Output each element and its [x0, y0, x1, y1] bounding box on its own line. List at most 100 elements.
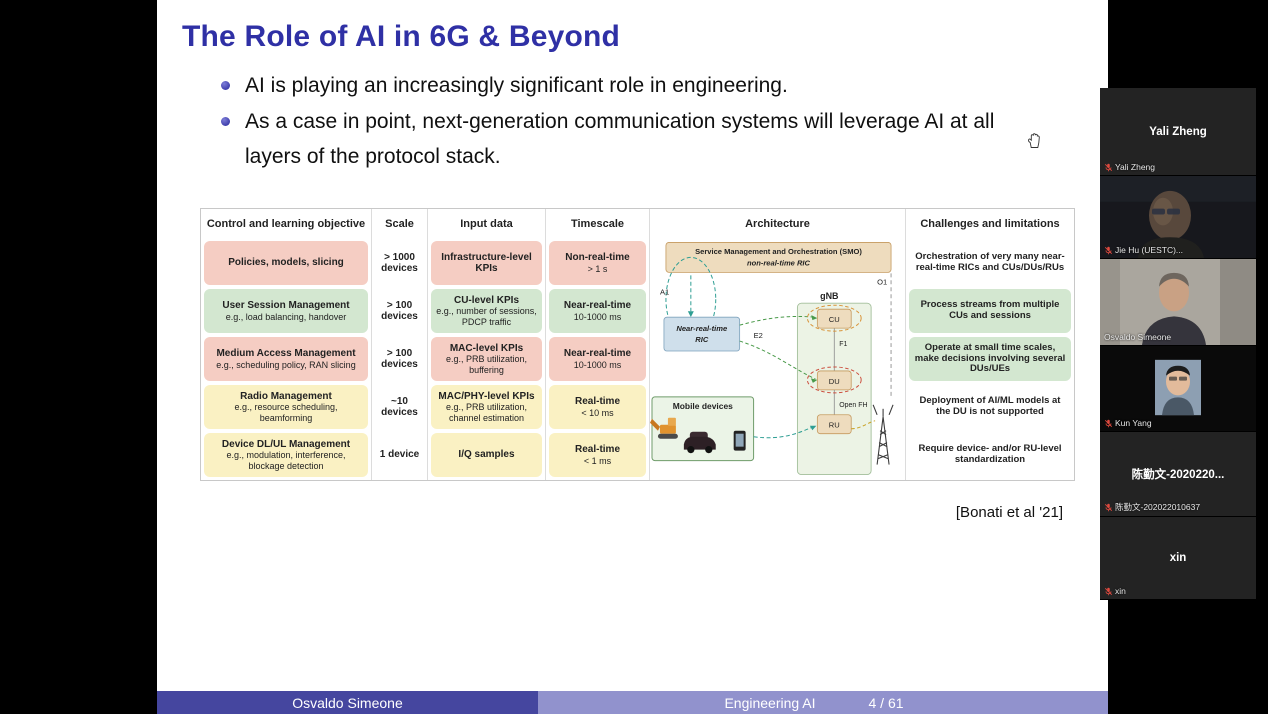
participant-display-name: xin	[1169, 552, 1187, 564]
f1-label: F1	[839, 341, 847, 348]
column-header: Architecture	[745, 218, 810, 230]
du-label: DU	[829, 377, 840, 386]
participant-video	[1100, 346, 1256, 431]
participant-tile-osvaldo-simeone[interactable]: Osvaldo Simeone	[1100, 259, 1256, 346]
cu-loop	[806, 304, 862, 332]
column-timescale: Timescale Non-real-time> 1 s Near-real-t…	[545, 209, 649, 480]
slide-title: The Role of AI in 6G & Beyond	[182, 20, 621, 53]
participant-video	[1100, 176, 1256, 258]
arrowhead	[810, 378, 818, 383]
bullet-text: AI is playing an increasingly significan…	[245, 74, 788, 97]
smo-box	[665, 242, 892, 273]
table-cell: Process streams from multiple CUs and se…	[909, 289, 1071, 333]
participant-tile-xin[interactable]: xin xin	[1100, 517, 1256, 600]
mobile-devices-label: Mobile devices	[673, 401, 733, 411]
participant-name-label: Jie Hu (UESTC)...	[1115, 245, 1184, 255]
e2-label: E2	[754, 331, 763, 340]
column-header: Input data	[460, 218, 513, 230]
near-rt-ric-box	[663, 316, 741, 352]
mobile-devices-box	[651, 396, 755, 462]
citation: [Bonati et al '21]	[955, 504, 1063, 521]
muted-mic-icon	[1104, 587, 1113, 596]
bullet-icon	[221, 117, 230, 127]
shared-slide: The Role of AI in 6G & Beyond AI is play…	[157, 0, 1108, 691]
table-cell: ~10 devices	[381, 395, 418, 419]
muted-mic-icon	[1104, 419, 1113, 428]
participant-tile-chen-qinwen[interactable]: 陈勤文-2020220... 陈勤文-202022010637	[1100, 432, 1256, 517]
table-cell: > 100 devices	[381, 299, 418, 323]
footer-deck-title: Engineering AI	[724, 694, 816, 711]
table-cell: Infrastructure-level KPIs	[431, 241, 542, 285]
o1-label: O1	[877, 277, 887, 286]
table-cell: Operate at small time scales, make decis…	[909, 337, 1071, 381]
ru-label: RU	[829, 421, 840, 430]
du-loop	[806, 366, 862, 394]
open-fh-label: Open FH	[839, 402, 867, 409]
participant-name-label: Yali Zheng	[1115, 162, 1156, 172]
column-header: Challenges and limitations	[920, 218, 1060, 230]
oran-table-figure: Control and learning objective Policies,…	[200, 208, 1075, 481]
ru-tower-link	[851, 420, 876, 430]
cell-tower-icon	[872, 404, 894, 465]
participants-panel: Yali Zheng Yali Zheng	[1100, 88, 1256, 600]
e2-arrow-cu	[739, 315, 816, 326]
column-objective: Control and learning objective Policies,…	[201, 209, 371, 480]
gnb-label: gNB	[820, 291, 839, 301]
near-rt-ric-label: Near-real-time	[676, 324, 727, 333]
ru-box	[816, 414, 852, 435]
uplink-arrow	[753, 426, 814, 439]
column-scale: Scale > 1000 devices > 100 devices > 100…	[371, 209, 427, 480]
bullet-icon	[221, 81, 230, 90]
table-cell: Orchestration of very many near-real-tim…	[915, 251, 1065, 273]
table-cell: Require device- and/or RU-level standard…	[918, 443, 1062, 465]
participant-tile-yali-zheng[interactable]: Yali Zheng Yali Zheng	[1100, 88, 1256, 176]
near-rt-ric-label2: RIC	[695, 335, 709, 344]
column-header: Scale	[385, 218, 414, 230]
non-rt-ric-label: non-real-time RIC	[747, 258, 811, 267]
muted-mic-icon	[1104, 163, 1113, 172]
participant-tile-kun-yang[interactable]: Kun Yang	[1100, 346, 1256, 432]
column-challenges: Challenges and limitations Orchestration…	[905, 209, 1074, 480]
participant-name-label: 陈勤文-202022010637	[1115, 502, 1201, 512]
participant-name-label: Kun Yang	[1115, 418, 1152, 428]
footer-author: Osvaldo Simeone	[157, 691, 538, 714]
participant-video	[1100, 259, 1256, 345]
table-cell: Real-time< 10 ms	[549, 385, 646, 429]
cu-label: CU	[829, 315, 840, 324]
car-icon	[683, 431, 716, 454]
table-cell: > 1000 devices	[381, 251, 418, 275]
bullet-text: As a case in point, next-generation comm…	[245, 110, 995, 169]
footer-right-bar: Engineering AI 4 / 61	[538, 691, 1108, 714]
smo-label: Service Management and Orchestration (SM…	[695, 247, 862, 256]
muted-mic-icon	[1104, 503, 1113, 512]
table-cell: Non-real-time> 1 s	[549, 241, 646, 285]
table-cell: Policies, models, slicing	[204, 241, 368, 285]
bullet-item: AI is playing an increasingly significan…	[221, 68, 1023, 103]
excavator-icon	[650, 417, 678, 439]
column-input-data: Input data Infrastructure-level KPIs CU-…	[427, 209, 545, 480]
participant-tile-jie-hu[interactable]: Jie Hu (UESTC)...	[1100, 176, 1256, 259]
oran-architecture-diagram: Service Management and Orchestration (SM…	[650, 242, 894, 475]
bullet-item: As a case in point, next-generation comm…	[221, 104, 1023, 174]
participant-display-name: 陈勤文-2020220...	[1131, 469, 1225, 481]
footer-page-number: 4 / 61	[868, 694, 904, 711]
arrowhead	[811, 315, 818, 321]
table-cell: I/Q samples	[431, 433, 542, 477]
table-cell: > 100 devices	[381, 347, 418, 371]
bullet-list: AI is playing an increasingly significan…	[221, 68, 1023, 175]
column-header: Timescale	[570, 218, 624, 230]
muted-mic-icon	[1104, 246, 1113, 255]
participant-name-label: Osvaldo Simeone	[1104, 332, 1172, 342]
slide-footer: Osvaldo Simeone Engineering AI 4 / 61	[157, 691, 1108, 714]
table-cell: Real-time< 1 ms	[549, 433, 646, 477]
